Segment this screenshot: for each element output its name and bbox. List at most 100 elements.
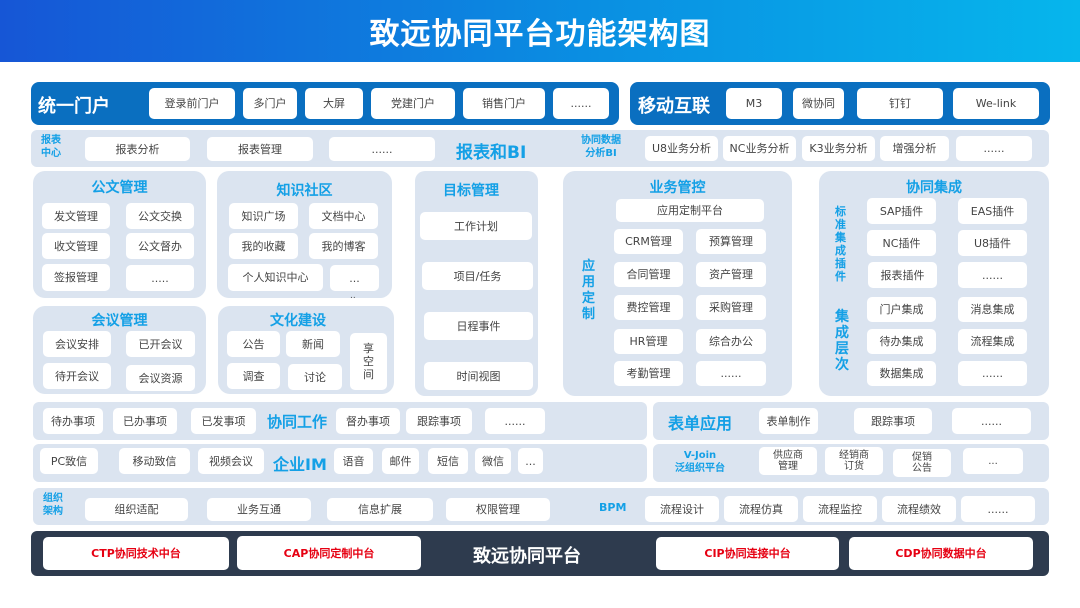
bpm-item[interactable]: 流程仿真 <box>724 496 798 522</box>
im-item[interactable]: PC致信 <box>40 448 98 474</box>
doc-item[interactable]: 收文管理 <box>42 233 110 259</box>
knowledge-item[interactable]: 知识广场 <box>229 203 298 229</box>
portal-item[interactable]: 党建门户 <box>371 88 455 119</box>
report-item-more[interactable]: ...... <box>329 137 435 161</box>
bi-item-more[interactable]: ...... <box>956 136 1032 161</box>
cip-button[interactable]: CIP协同连接中台 <box>656 537 839 570</box>
portal-item[interactable]: 登录前门户 <box>149 88 235 119</box>
plugin-item[interactable]: SAP插件 <box>867 198 936 224</box>
knowledge-item-more[interactable]: ... <box>330 265 379 291</box>
im-item-more[interactable]: ... <box>518 448 543 474</box>
bi-item[interactable]: K3业务分析 <box>802 136 875 161</box>
level-item[interactable]: 待办集成 <box>867 329 936 354</box>
doc-item[interactable]: 公文交换 <box>126 203 194 229</box>
goal-item[interactable]: 项目/任务 <box>422 262 533 290</box>
collab-item[interactable]: 跟踪事项 <box>406 408 472 434</box>
plugin-item[interactable]: EAS插件 <box>958 198 1027 224</box>
org-item[interactable]: 业务互通 <box>207 498 311 521</box>
org-item[interactable]: 信息扩展 <box>327 498 433 521</box>
ctp-button[interactable]: CTP协同技术中台 <box>43 537 229 570</box>
portal-item[interactable]: 多门户 <box>243 88 297 119</box>
im-item[interactable]: 短信 <box>428 448 468 474</box>
mobile-item[interactable]: We-link <box>953 88 1039 119</box>
vjoin-item[interactable]: 经销商订货 <box>825 447 883 475</box>
level-item[interactable]: 流程集成 <box>958 329 1027 354</box>
goal-item[interactable]: 日程事件 <box>424 312 533 340</box>
level-item[interactable]: 门户集成 <box>867 297 936 322</box>
bpm-item-more[interactable]: ...... <box>961 496 1035 522</box>
im-item[interactable]: 移动致信 <box>119 448 190 474</box>
collab-item[interactable]: 已办事项 <box>113 408 177 434</box>
bpm-item[interactable]: 流程绩效 <box>882 496 956 522</box>
im-item[interactable]: 微信 <box>475 448 511 474</box>
business-item[interactable]: CRM管理 <box>614 229 683 254</box>
meeting-item[interactable]: 已开会议 <box>126 331 195 357</box>
app-platform-button[interactable]: 应用定制平台 <box>616 199 764 222</box>
culture-item[interactable]: 新闻 <box>286 331 340 357</box>
doc-item-more[interactable]: ..... <box>126 265 194 291</box>
business-item-more[interactable]: ...... <box>696 361 766 386</box>
vjoin-item-more[interactable]: ... <box>963 448 1023 474</box>
goal-item[interactable]: 时间视图 <box>424 362 533 390</box>
bpm-item[interactable]: 流程监控 <box>803 496 877 522</box>
portal-item[interactable]: 销售门户 <box>463 88 545 119</box>
org-item[interactable]: 组织适配 <box>85 498 188 521</box>
level-item[interactable]: 数据集成 <box>867 361 936 386</box>
business-item[interactable]: 考勤管理 <box>614 361 683 386</box>
bi-item[interactable]: U8业务分析 <box>645 136 718 161</box>
plugin-item-more[interactable]: ...... <box>958 262 1027 288</box>
portal-item-more[interactable]: ...... <box>553 88 609 119</box>
doc-item[interactable]: 公文督办 <box>126 233 194 259</box>
collab-item[interactable]: 已发事项 <box>191 408 256 434</box>
knowledge-item[interactable]: 我的博客 <box>309 233 378 259</box>
meeting-item[interactable]: 会议资源 <box>126 365 195 391</box>
collab-item-more[interactable]: ...... <box>485 408 545 434</box>
culture-item[interactable]: 讨论 <box>288 364 342 390</box>
form-item[interactable]: 表单制作 <box>759 408 818 434</box>
im-item[interactable]: 邮件 <box>382 448 419 474</box>
goal-item[interactable]: 工作计划 <box>420 212 532 240</box>
mobile-item[interactable]: 微协同 <box>793 88 844 119</box>
bi-item[interactable]: 增强分析 <box>880 136 949 161</box>
org-item[interactable]: 权限管理 <box>446 498 550 521</box>
vjoin-item[interactable]: 供应商管理 <box>759 447 817 475</box>
doc-item[interactable]: 发文管理 <box>42 203 110 229</box>
meeting-item[interactable]: 待开会议 <box>43 363 111 389</box>
mobile-item[interactable]: 钉钉 <box>857 88 943 119</box>
im-item[interactable]: 语音 <box>334 448 373 474</box>
plugin-item[interactable]: NC插件 <box>867 230 936 256</box>
business-item[interactable]: 综合办公 <box>696 329 766 354</box>
doc-item[interactable]: 签报管理 <box>42 264 110 291</box>
knowledge-item[interactable]: 我的收藏 <box>229 233 298 259</box>
cap-button[interactable]: CAP协同定制中台 <box>237 536 421 570</box>
form-item-more[interactable]: ...... <box>952 408 1031 434</box>
mobile-item[interactable]: M3 <box>726 88 782 119</box>
report-item[interactable]: 报表分析 <box>85 137 190 161</box>
level-item[interactable]: 消息集成 <box>958 297 1027 322</box>
culture-item[interactable]: 调查 <box>227 363 280 389</box>
business-item[interactable]: 合同管理 <box>614 262 683 287</box>
bi-item[interactable]: NC业务分析 <box>723 136 796 161</box>
meeting-item[interactable]: 会议安排 <box>43 331 111 357</box>
business-item[interactable]: 预算管理 <box>696 229 766 254</box>
plugin-item[interactable]: U8插件 <box>958 230 1027 256</box>
vjoin-item[interactable]: 促销公告 <box>893 449 951 477</box>
collab-item[interactable]: 待办事项 <box>43 408 103 434</box>
share-space-button[interactable]: 享 空 间 <box>350 333 387 390</box>
business-item[interactable]: 资产管理 <box>696 262 766 287</box>
im-item[interactable]: 视频会议 <box>198 448 264 474</box>
level-item-more[interactable]: ...... <box>958 361 1027 386</box>
business-item[interactable]: 费控管理 <box>614 295 683 320</box>
cdp-button[interactable]: CDP协同数据中台 <box>849 537 1033 570</box>
knowledge-item[interactable]: 个人知识中心 <box>228 264 323 291</box>
collab-item[interactable]: 督办事项 <box>336 408 400 434</box>
plugin-item[interactable]: 报表插件 <box>868 262 937 288</box>
form-item[interactable]: 跟踪事项 <box>854 408 932 434</box>
bpm-item[interactable]: 流程设计 <box>645 496 719 522</box>
business-item[interactable]: HR管理 <box>614 329 683 354</box>
business-item[interactable]: 采购管理 <box>696 295 766 320</box>
knowledge-item[interactable]: 文档中心 <box>309 203 378 229</box>
culture-item[interactable]: 公告 <box>227 331 280 357</box>
portal-item[interactable]: 大屏 <box>305 88 363 119</box>
report-item[interactable]: 报表管理 <box>207 137 313 161</box>
